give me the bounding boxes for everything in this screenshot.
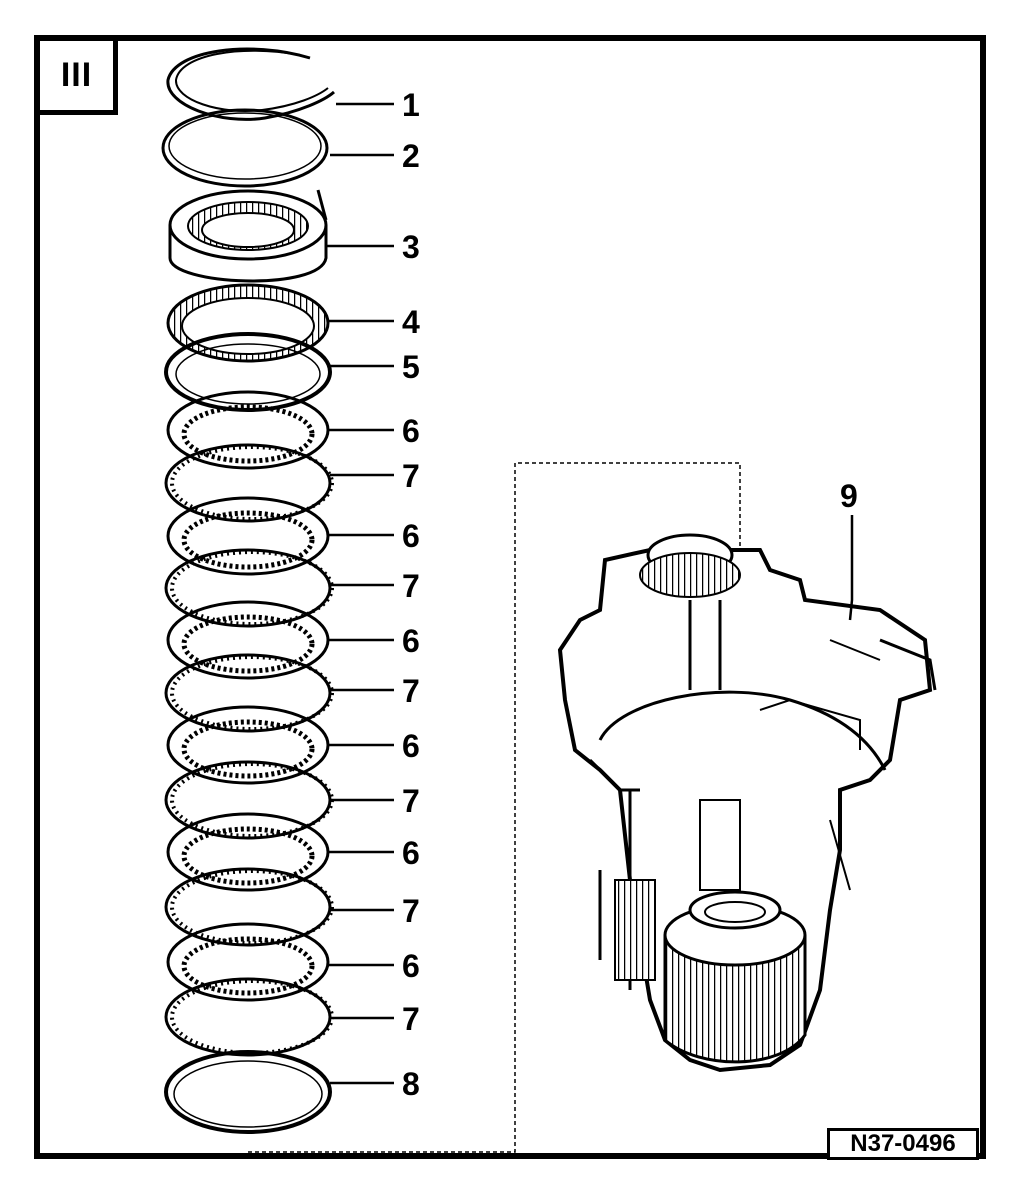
callout-7b: 7 bbox=[402, 568, 420, 604]
disc-7b bbox=[164, 548, 334, 628]
reference-code-box: N37-0496 bbox=[827, 1128, 979, 1160]
part-9-transmission-housing bbox=[557, 533, 937, 1073]
part-5-ring bbox=[164, 332, 332, 412]
callout-numbers: 1 2 3 4 5 6 7 6 7 6 7 6 7 6 7 6 7 8 9 bbox=[402, 87, 858, 1102]
callout-6c: 6 bbox=[402, 623, 420, 659]
disc-7e bbox=[164, 867, 334, 947]
callout-6b: 6 bbox=[402, 518, 420, 554]
callout-7e: 7 bbox=[402, 893, 420, 929]
callout-6d: 6 bbox=[402, 728, 420, 764]
callout-8: 8 bbox=[402, 1066, 420, 1102]
disc-7a bbox=[164, 443, 334, 523]
disc-7c bbox=[164, 653, 334, 733]
callout-6e: 6 bbox=[402, 835, 420, 871]
callout-6f: 6 bbox=[402, 948, 420, 984]
section-label: III bbox=[60, 56, 93, 94]
part-8-end-ring bbox=[164, 1050, 332, 1134]
callout-7c: 7 bbox=[402, 673, 420, 709]
callout-4: 4 bbox=[402, 304, 420, 340]
callout-5: 5 bbox=[402, 349, 420, 385]
callout-7d: 7 bbox=[402, 783, 420, 819]
clutch-disc-stack bbox=[164, 390, 334, 1057]
part-1-snap-ring bbox=[166, 47, 335, 121]
callout-3: 3 bbox=[402, 229, 420, 265]
callout-6a: 6 bbox=[402, 413, 420, 449]
callout-7f: 7 bbox=[402, 1001, 420, 1037]
callout-9: 9 bbox=[840, 478, 858, 514]
section-label-box: III bbox=[40, 41, 118, 115]
callout-2: 2 bbox=[402, 138, 420, 174]
part-2-ring bbox=[161, 108, 329, 188]
leader-lines bbox=[326, 102, 854, 1085]
disc-7f bbox=[164, 977, 334, 1057]
part-4-toothed-disc bbox=[166, 283, 330, 363]
part-3-spring-plate bbox=[168, 189, 328, 283]
reference-code: N37-0496 bbox=[850, 1130, 956, 1157]
callout-1: 1 bbox=[402, 87, 420, 123]
disc-6f bbox=[166, 922, 330, 1002]
callout-7a: 7 bbox=[402, 458, 420, 494]
